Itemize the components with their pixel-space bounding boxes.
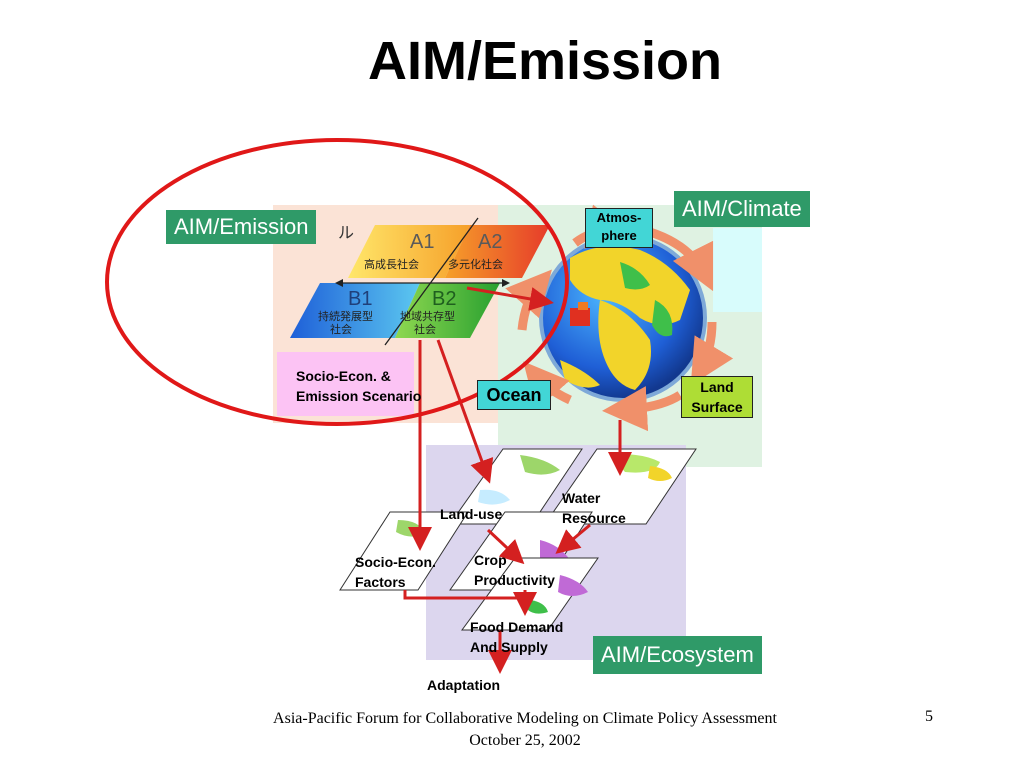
water-resource-label: Water Resource xyxy=(562,490,626,526)
land-surface-box: Land Surface xyxy=(681,376,753,418)
scenario-b1-sub-2: 社会 xyxy=(330,322,352,336)
scenario-a1-quadrant xyxy=(348,225,470,278)
crop-productivity-label: Crop Productivity xyxy=(474,552,555,588)
atmosphere-box: Atmos- phere xyxy=(585,208,653,248)
sres-scenario-diagram xyxy=(290,217,550,346)
land-use-label: Land-use xyxy=(440,506,503,522)
adaptation-label: Adaptation xyxy=(427,677,501,693)
scenario-b1-quadrant xyxy=(290,283,420,338)
socio-econ-factors-label: Socio-Econ. Factors xyxy=(355,554,436,590)
scenario-a1-label: A1 xyxy=(410,231,434,253)
footer-line-1: Asia-Pacific Forum for Collaborative Mod… xyxy=(273,710,777,727)
scenario-a2-label: A2 xyxy=(478,231,502,253)
scenario-b1-label: B1 xyxy=(348,288,372,310)
scenario-a2-quadrant xyxy=(445,225,550,278)
food-demand-label: Food Demand And Supply xyxy=(470,619,564,655)
slide-footer: Asia-Pacific Forum for Collaborative Mod… xyxy=(150,708,900,752)
aim-ecosystem-label: AIM/Ecosystem xyxy=(593,636,762,674)
scenario-b2-sub-2: 社会 xyxy=(414,322,436,336)
socio-econ-emission-label: Socio-Econ. & Emission Scenario xyxy=(296,368,422,404)
globe-icon xyxy=(539,234,707,402)
flow-arrows xyxy=(403,286,632,674)
scenario-diag-axis xyxy=(384,217,479,346)
climate-cyan-panel xyxy=(713,228,762,312)
footer-line-2: October 25, 2002 xyxy=(469,732,581,749)
scenario-b2-quadrant xyxy=(395,283,500,338)
scenario-a2-sub: 多元化社会 xyxy=(448,257,503,271)
scenario-b2-label: B2 xyxy=(432,288,456,310)
scenario-a1-sub: 高成長社会 xyxy=(364,257,419,271)
page-number: 5 xyxy=(925,708,933,725)
socio-econ-factors-map xyxy=(339,511,469,591)
scenario-b1-sub-1: 持続発展型 xyxy=(318,309,373,323)
scenario-b2-sub-1: 地域共存型 xyxy=(400,309,455,323)
aim-climate-label: AIM/Climate xyxy=(674,191,810,227)
ocean-box: Ocean xyxy=(477,380,551,410)
aim-emission-label: AIM/Emission xyxy=(166,210,317,244)
scenario-fragment: ル xyxy=(338,225,354,242)
page-title: AIM/Emission xyxy=(367,31,723,91)
highlight-ellipse xyxy=(105,138,569,426)
scenario-panel xyxy=(277,352,414,416)
